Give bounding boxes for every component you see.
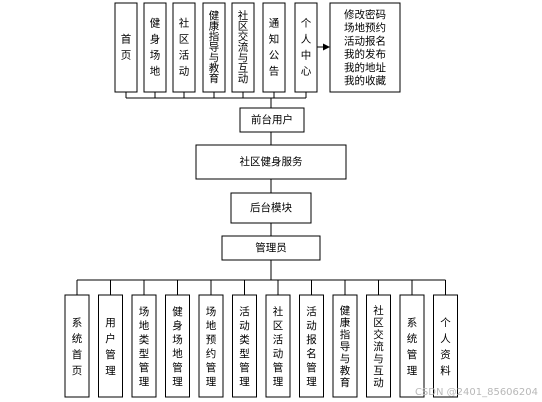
frontend-user-node-rect: [239, 107, 305, 133]
bottom-node-venue-type-management-rect: [131, 294, 157, 398]
bottom-node-personal-profile-rect: [433, 294, 458, 398]
system-node-rect: [195, 144, 347, 180]
bottom-node-community-activity-management-label: 社区活动管理: [273, 305, 284, 388]
personal-center-detail-text: 修改密码场地预约活动报名我的发布我的地址我的收藏: [344, 8, 386, 87]
bottom-node-venue-booking-management-rect: [198, 294, 224, 398]
bottom-node-community-exchange-interaction-rect: [366, 294, 391, 398]
frontend-user-label: 前台用户: [251, 113, 293, 126]
connector-lines: [76, 43, 446, 295]
bottom-node-community-activity-management-rect: [265, 294, 291, 398]
bottom-node-health-guide-education-label: 健康指导与教育: [340, 305, 351, 389]
top-node-health-guide-label: 健康指导与教育: [209, 10, 220, 85]
bottom-node-activity-registration-management-rect: [299, 294, 324, 398]
bottom-node-system-home-label: 系统首页: [72, 317, 83, 377]
backend-module-node: 后台模块: [230, 192, 312, 224]
bottom-node-fitness-venue-management-rect: [165, 294, 190, 398]
bottom-node-venue-booking-management-label: 场地预约管理: [206, 305, 217, 388]
detail-arrow-head: [323, 43, 330, 51]
bottom-node-user-management-rect: [98, 294, 123, 398]
top-node-fitness-venue-rect: [143, 2, 167, 93]
top-node-community-activity: 社区活动: [172, 2, 196, 93]
admin-node-rect: [221, 235, 321, 261]
bottom-node-health-guide-education: 健康指导与教育: [332, 294, 358, 398]
bottom-node-activity-type-management-rect: [232, 294, 257, 398]
admin-node: 管理员: [221, 235, 321, 261]
bottom-node-personal-profile: 个人资料: [433, 294, 458, 398]
bottom-node-system-management: 系统管理: [399, 294, 425, 398]
diagram-nodes: 首页健身场地社区活动健康指导与教育社区交流与互动通知公告个人中心修改密码场地预约…: [64, 2, 458, 398]
system-node: 社区健身服务: [195, 144, 347, 180]
top-node-health-guide-rect: [202, 2, 226, 93]
top-node-fitness-venue-label: 健身场地: [150, 18, 161, 78]
bottom-node-system-home-rect: [64, 294, 90, 398]
bottom-node-system-management-label: 系统管理: [407, 317, 418, 377]
top-node-community-activity-label: 社区活动: [179, 17, 190, 78]
top-node-community-exchange-label: 社区交流与互动: [238, 9, 249, 85]
bottom-node-community-exchange-interaction-label: 社区交流与互动: [373, 304, 384, 389]
bottom-node-venue-type-management: 场地类型管理: [131, 294, 157, 398]
top-node-notice-label: 通知公告: [269, 18, 280, 78]
top-node-personal-center-label: 个人中心: [301, 18, 312, 78]
bottom-node-community-exchange-interaction: 社区交流与互动: [366, 294, 391, 398]
backend-module-label: 后台模块: [250, 201, 292, 214]
backend-module-node-rect: [230, 192, 312, 224]
bottom-node-health-guide-education-rect: [332, 294, 358, 398]
top-node-notice: 通知公告: [262, 2, 286, 93]
bottom-node-venue-type-management-label: 场地类型管理: [139, 305, 150, 388]
personal-center-detail: 修改密码场地预约活动报名我的发布我的地址我的收藏: [329, 2, 401, 93]
bottom-node-user-management: 用户管理: [98, 294, 123, 398]
top-node-personal-center: 个人中心: [294, 2, 318, 93]
top-node-home-rect: [114, 2, 138, 93]
top-node-community-exchange-rect: [231, 2, 255, 93]
top-node-community-exchange: 社区交流与互动: [231, 2, 255, 93]
bottom-node-system-home: 系统首页: [64, 294, 90, 398]
bottom-node-venue-booking-management: 场地预约管理: [198, 294, 224, 398]
top-node-health-guide: 健康指导与教育: [202, 2, 226, 93]
top-node-home: 首页: [114, 2, 138, 93]
top-node-personal-center-rect: [294, 2, 318, 93]
system-label: 社区健身服务: [240, 155, 303, 168]
bottom-node-activity-type-management: 活动类型管理: [232, 294, 257, 398]
bottom-node-activity-registration-management-label: 活动报名管理: [306, 306, 317, 388]
bottom-node-personal-profile-label: 个人资料: [440, 317, 451, 377]
top-node-home-label: 首页: [121, 33, 132, 62]
frontend-user-node: 前台用户: [239, 107, 305, 133]
top-node-community-activity-rect: [172, 2, 196, 93]
watermark: CSDN @2401_85606204: [414, 387, 538, 398]
bottom-node-system-management-rect: [399, 294, 425, 398]
top-node-fitness-venue: 健身场地: [143, 2, 167, 93]
bottom-node-activity-type-management-label: 活动类型管理: [239, 306, 250, 388]
bottom-node-user-management-label: 用户管理: [105, 317, 116, 377]
top-node-notice-rect: [262, 2, 286, 93]
admin-label: 管理员: [255, 241, 287, 254]
bottom-node-fitness-venue-management: 健身场地管理: [165, 294, 190, 398]
bottom-node-activity-registration-management: 活动报名管理: [299, 294, 324, 398]
bottom-node-community-activity-management: 社区活动管理: [265, 294, 291, 398]
personal-center-detail-rect: [329, 2, 401, 93]
bottom-node-fitness-venue-management-label: 健身场地管理: [172, 306, 183, 388]
